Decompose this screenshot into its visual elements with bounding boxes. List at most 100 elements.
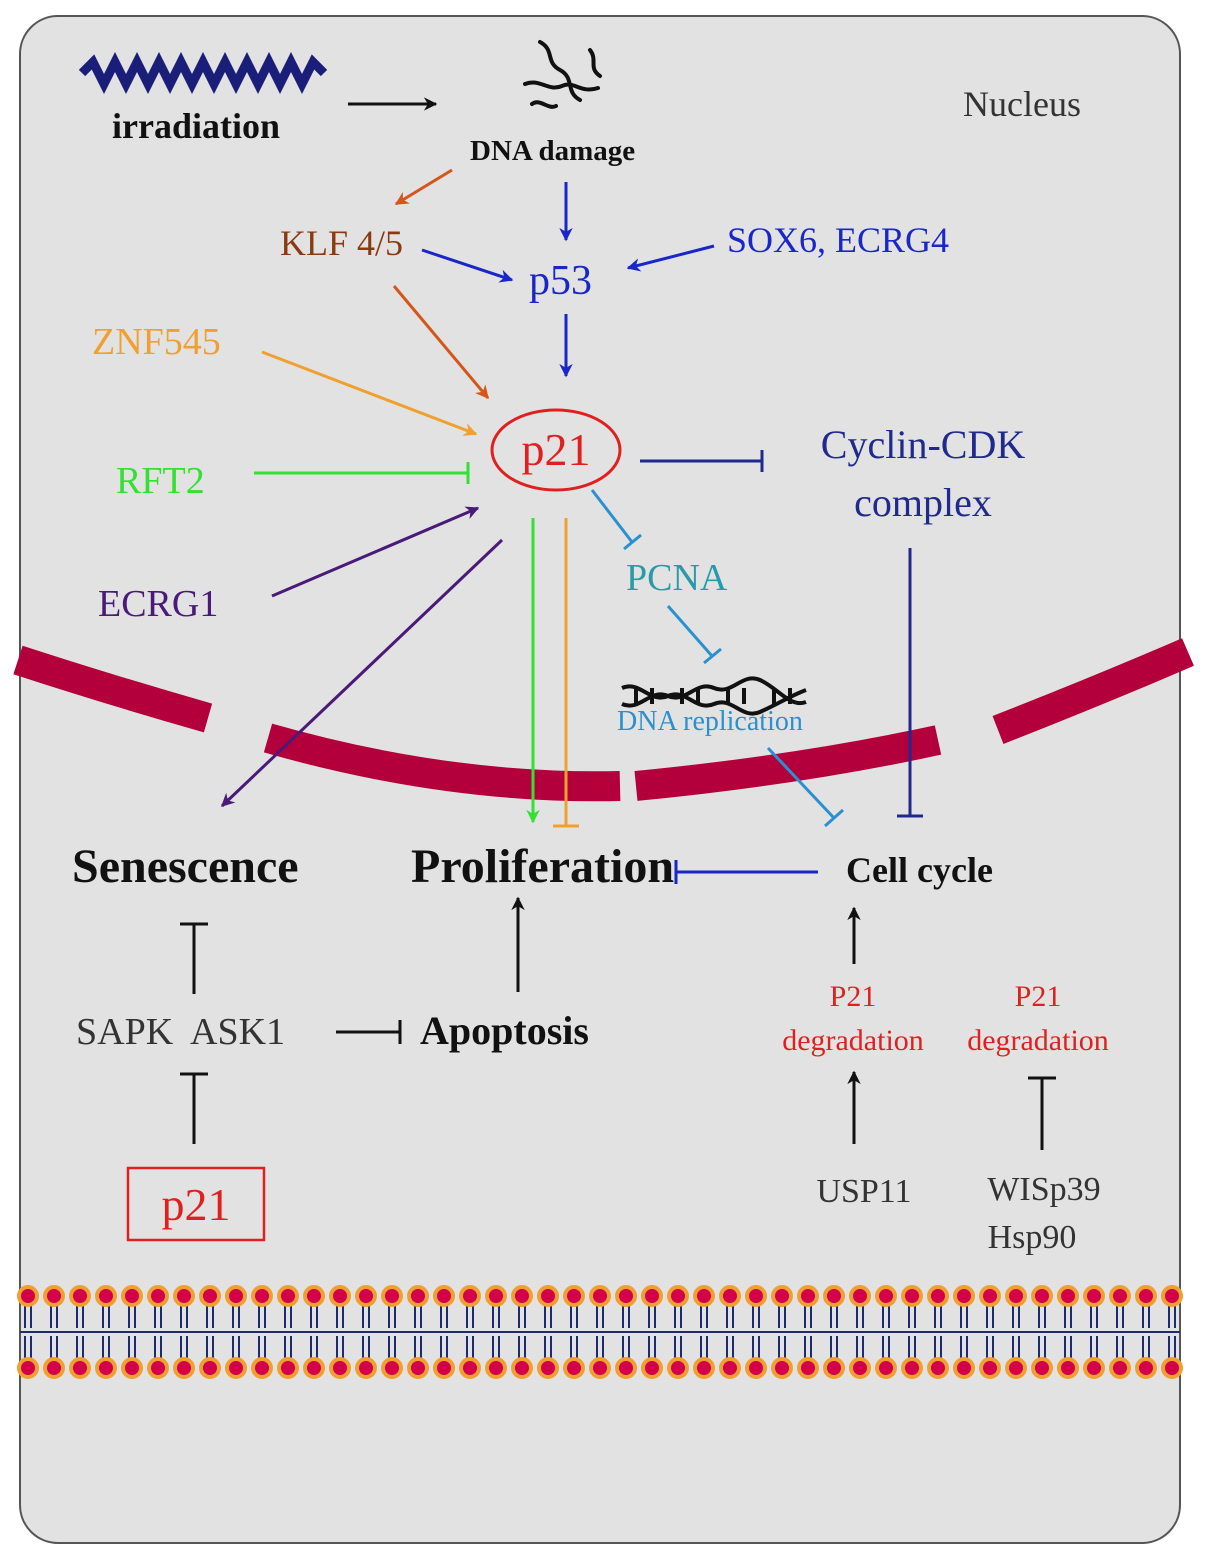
lipid-head	[277, 1357, 299, 1379]
p21-degradation-right-line1: P21	[1015, 980, 1062, 1013]
nuclear-envelope-segment	[263, 723, 621, 802]
lipid-head	[901, 1357, 923, 1379]
p53-label: p53	[529, 258, 592, 304]
lipid-head	[251, 1285, 273, 1307]
lipid-head	[433, 1285, 455, 1307]
lipid-head	[641, 1357, 663, 1379]
wave-icon	[78, 51, 328, 95]
lipid-head	[355, 1357, 377, 1379]
lipid-head	[1005, 1357, 1027, 1379]
lipid-head	[329, 1357, 351, 1379]
sox6-ecrg4-to-p53-arrow	[626, 244, 715, 272]
nuclear-envelope	[13, 638, 1194, 802]
lipid-head	[797, 1285, 819, 1307]
dna-replication-inhibits-cell-cycle-bar	[824, 808, 844, 828]
ecrg1-to-p21-arrow	[271, 506, 480, 598]
lipid-head	[95, 1357, 117, 1379]
lipid-head	[719, 1357, 741, 1379]
lipid-head	[43, 1357, 65, 1379]
lipid-head	[823, 1285, 845, 1307]
klf-to-p53-arrow	[421, 248, 514, 283]
senescence-label: Senescence	[72, 840, 299, 893]
p21-to-senescence-arrow	[220, 538, 504, 808]
lipid-head	[979, 1285, 1001, 1307]
p21-inhibits-pcna-bar	[623, 533, 642, 551]
lipid-head	[173, 1357, 195, 1379]
p21-cytoplasmic-label: p21	[162, 1179, 231, 1230]
lipid-head	[225, 1285, 247, 1307]
lipid-head	[771, 1357, 793, 1379]
lipid-head	[875, 1357, 897, 1379]
lipid-head	[641, 1285, 663, 1307]
sox6-ecrg4-label: SOX6, ECRG4	[727, 220, 949, 260]
lipid-head	[277, 1285, 299, 1307]
lipid-head	[485, 1357, 507, 1379]
lipid-head	[147, 1357, 169, 1379]
lipid-head	[823, 1357, 845, 1379]
lipid-head	[537, 1357, 559, 1379]
rft2-label: RFT2	[116, 460, 205, 502]
nuclear-envelope-segment	[634, 725, 942, 801]
lipid-head	[17, 1285, 39, 1307]
pcna-inhibits-dna-replication-line	[666, 605, 714, 657]
lipid-head	[849, 1357, 871, 1379]
lipid-head	[667, 1285, 689, 1307]
lipid-head	[407, 1357, 429, 1379]
lipid-head	[1031, 1357, 1053, 1379]
proliferation-label: Proliferation	[411, 840, 674, 893]
znf545-label: ZNF545	[92, 321, 221, 363]
lipid-head	[615, 1285, 637, 1307]
lipid-head	[147, 1285, 169, 1307]
lipid-head	[849, 1285, 871, 1307]
lipid-head	[953, 1285, 975, 1307]
irradiation-label: irradiation	[112, 106, 280, 146]
lipid-head	[1161, 1285, 1183, 1307]
sapk-ask1-label: SAPK ASK1	[76, 1011, 285, 1053]
lipid-head	[199, 1285, 221, 1307]
lipid-head	[43, 1285, 65, 1307]
dna-helix-icon	[621, 676, 807, 716]
lipid-head	[1161, 1357, 1183, 1379]
p21-inhibits-pcna-line	[590, 489, 634, 543]
pcna-label: PCNA	[626, 557, 728, 599]
lipid-head	[459, 1285, 481, 1307]
lipid-head	[407, 1285, 429, 1307]
lipid-head	[1135, 1357, 1157, 1379]
lipid-head	[1083, 1357, 1105, 1379]
lipid-head	[927, 1285, 949, 1307]
lipid-head	[953, 1357, 975, 1379]
usp11-label: USP11	[816, 1173, 911, 1210]
lipid-head	[1109, 1285, 1131, 1307]
lipid-head	[797, 1357, 819, 1379]
hsp90-label: Hsp90	[988, 1219, 1077, 1256]
lipid-head	[95, 1285, 117, 1307]
pcna-inhibits-dna-replication-bar	[703, 647, 722, 665]
lipid-head	[927, 1357, 949, 1379]
lipid-head	[901, 1285, 923, 1307]
lipid-head	[459, 1357, 481, 1379]
dna-damage-to-klf-arrow	[394, 168, 453, 206]
p21-nuclear-label: p21	[522, 424, 591, 475]
broken-dna-icon	[523, 40, 602, 109]
nucleus-label: Nucleus	[963, 84, 1081, 124]
lipid-head	[563, 1357, 585, 1379]
lipid-head	[615, 1357, 637, 1379]
lipid-head	[121, 1285, 143, 1307]
lipid-head	[173, 1285, 195, 1307]
dna-replication-inhibits-cell-cycle-line	[766, 746, 836, 820]
lipid-head	[563, 1285, 585, 1307]
lipid-head	[355, 1285, 377, 1307]
lipid-head	[1057, 1285, 1079, 1307]
lipid-head	[69, 1285, 91, 1307]
lipid-head	[771, 1285, 793, 1307]
lipid-head	[537, 1285, 559, 1307]
lipid-head	[745, 1357, 767, 1379]
lipid-head	[1135, 1285, 1157, 1307]
lipid-head	[875, 1285, 897, 1307]
apoptosis-label: Apoptosis	[420, 1008, 589, 1053]
lipid-head	[251, 1357, 273, 1379]
lipid-head	[17, 1357, 39, 1379]
lipid-head	[1031, 1285, 1053, 1307]
lipid-head	[745, 1285, 767, 1307]
